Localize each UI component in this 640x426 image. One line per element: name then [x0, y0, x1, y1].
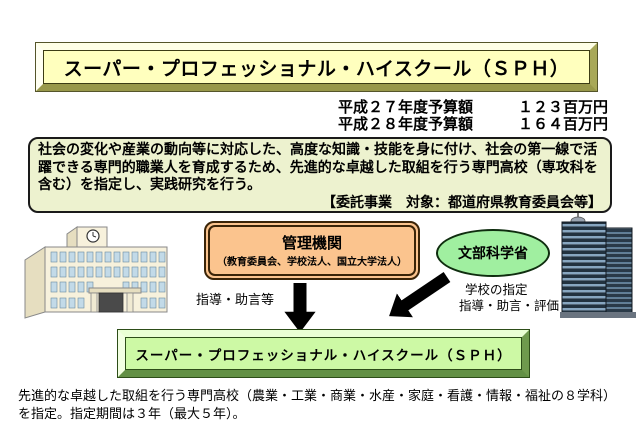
management-organisation-box: 管理機関 （教育委員会、学校法人、国立大学法人） — [204, 221, 420, 280]
budget-row-h28: 平成２８年度予算額 １６４百万円 — [338, 116, 608, 133]
title-banner-bevel: スーパー・プロフェッショナル・ハイスクール（ＳＰＨ） — [36, 43, 597, 91]
guidance-advice-label: 指導・助言等 — [196, 292, 275, 307]
mext-label: 文部科学省 — [458, 245, 528, 261]
title-banner: スーパー・プロフェッショナル・ハイスクール（ＳＰＨ） — [35, 42, 598, 92]
designation-evaluation-label: 学校の指定 指導・助言・評価 — [459, 283, 559, 314]
mext-ellipse: 文部科学省 — [436, 229, 550, 277]
designation-footnote: 先進的な卓越した取組を行う専門高校（農業・工業・商業・水産・家庭・看護・情報・福… — [18, 388, 617, 421]
school-building-icon — [24, 226, 168, 319]
program-overview-text: 社会の変化や産業の動向等に対応した、高度な知識・技能を身に付け、社会の第一線で活… — [38, 141, 598, 192]
budget-year-label: 平成２８年度予算額 — [338, 116, 474, 133]
budget-row-h27: 平成２７年度予算額 １２３百万円 — [338, 99, 608, 116]
mext-tower-icon — [560, 213, 636, 318]
page-title: スーパー・プロフェッショナル・ハイスクール（ＳＰＨ） — [43, 50, 590, 84]
designation-label-line1: 学校の指定 — [465, 283, 528, 297]
designation-label-line2: 指導・助言・評価 — [459, 298, 560, 313]
sph-banner-label: スーパー・プロフェッショナル・ハイスクール（ＳＰＨ） — [125, 337, 522, 370]
budget-amount: １６４百万円 — [518, 116, 609, 133]
budget-block: 平成２７年度予算額 １２３百万円 平成２８年度予算額 １６４百万円 — [338, 99, 608, 133]
sph-banner-bevel: スーパー・プロフェッショナル・ハイスクール（ＳＰＨ） — [118, 330, 529, 377]
management-subtitle: （教育委員会、学校法人、国立大学法人） — [217, 256, 407, 268]
mext-to-sph-arrow — [389, 272, 451, 318]
budget-year-label: 平成２７年度予算額 — [338, 99, 474, 116]
budget-amount: １２３百万円 — [518, 99, 609, 116]
commission-target-note: 【委託事業 対象：都道府県教育委員会等】 — [322, 193, 602, 210]
sph-designated-school-banner: スーパー・プロフェッショナル・ハイスクール（ＳＰＨ） — [117, 329, 530, 378]
management-organisation-inner: 管理機関 （教育委員会、学校法人、国立大学法人） — [208, 225, 416, 276]
management-title: 管理機関 — [281, 234, 342, 252]
program-overview-box: 社会の変化や産業の動向等に対応した、高度な知識・技能を身に付け、社会の第一線で活… — [28, 137, 612, 213]
